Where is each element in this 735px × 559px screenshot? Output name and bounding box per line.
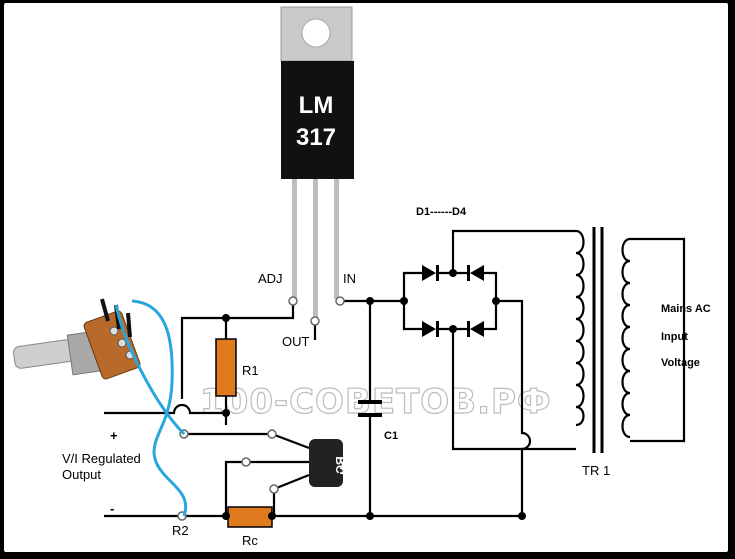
transformer-tr1 (575, 227, 686, 453)
r1-label: R1 (242, 363, 259, 378)
potentiometer-r2 (13, 298, 141, 380)
chip-label-317: 317 (296, 124, 336, 151)
capacitor-c1 (358, 400, 382, 417)
pin-out-lead (313, 179, 318, 319)
output-label-line2: Output (62, 467, 101, 482)
rc-label: Rc (242, 533, 258, 548)
mains-label-2: Input (661, 331, 688, 343)
pin-label-out: OUT (282, 334, 310, 349)
regulator-body (281, 61, 354, 179)
output-label-line1: V/I Regulated (62, 451, 141, 466)
bridge-rectifier (400, 265, 500, 337)
diode-d4 (470, 321, 484, 337)
resistor-r1 (215, 338, 237, 397)
transformer-label: TR 1 (582, 463, 610, 478)
chip-label-lm: LM (299, 92, 334, 119)
c1-label: C1 (384, 430, 398, 442)
lm317-regulator: LM 317 (280, 6, 354, 319)
junction-dots (222, 297, 526, 520)
mounting-hole (301, 18, 331, 48)
transistor-label-547: 547 (337, 457, 351, 477)
transistor-bc547: BC 547 (309, 439, 351, 487)
output-minus: - (110, 501, 114, 516)
output-plus: + (110, 428, 118, 443)
pin-adj-lead (292, 179, 297, 299)
diode-d2 (470, 265, 484, 281)
pin-in-lead (334, 179, 339, 299)
potentiometer-wires (114, 299, 188, 517)
bridge-label: D1------D4 (416, 206, 467, 218)
pin-label-in: IN (343, 271, 356, 286)
schematic-panel: 100-СОВЕТОВ.РФ LM 317 ADJ IN OUT (4, 3, 728, 552)
mains-label-3: Voltage (661, 357, 700, 369)
pin-label-adj: ADJ (258, 271, 283, 286)
r2-label: R2 (172, 523, 189, 538)
resistor-rc (227, 506, 273, 528)
mains-label-1: Mains AC (661, 303, 711, 315)
transistor-label-bc: BC (333, 456, 347, 474)
terminals (177, 296, 345, 521)
schematic-diagram: 100-СОВЕТОВ.РФ LM 317 ADJ IN OUT (13, 6, 711, 548)
diode-d3 (422, 321, 436, 337)
diode-d1 (422, 265, 436, 281)
